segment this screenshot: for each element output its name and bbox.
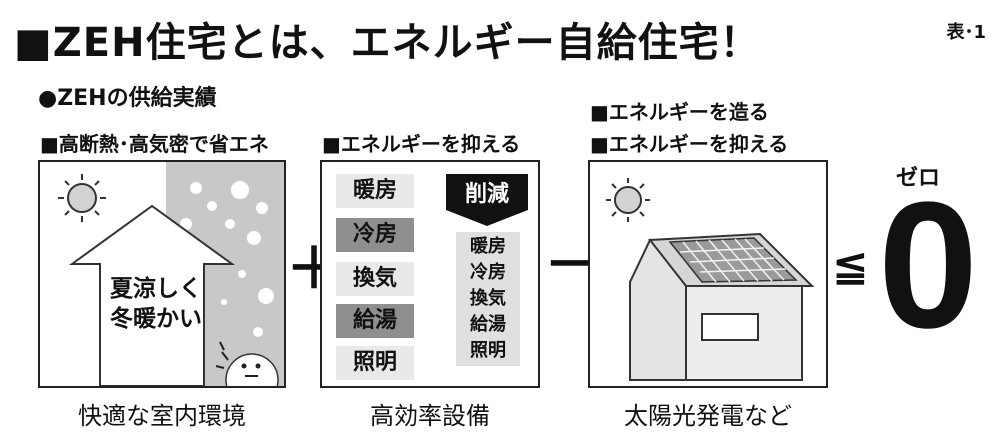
generation-label-line1: ■エネルギーを造る [590,100,769,124]
zero-ruby: ゼロ [896,166,941,191]
subtitle: ●ZEHの供給実績 [38,86,217,111]
house-text-line2: 冬暖かい [110,306,202,332]
solar-house-illustration [606,178,815,381]
table-number: 表･1 [946,22,986,43]
solar-panel-icon [668,237,798,283]
comfort-caption: 快適な室内環境 [78,402,246,430]
reduced-items-box: 暖房 冷房 換気 給湯 照明 [456,232,520,366]
reduced-hot-water: 給湯 [470,314,506,335]
generation-caption: 太陽光発電など [624,402,792,430]
snowflake-icons [180,181,274,337]
house-outline [68,204,236,386]
cold-face-icon [215,341,279,386]
efficiency-panel: 暖房 冷房 換気 給湯 照明 削減 暖房 冷房 換気 給湯 照明 [320,160,540,388]
item-ventilation: 換気 [336,262,414,296]
zero-value: 0 [878,165,979,366]
efficiency-caption: 高効率設備 [370,402,490,430]
sun-icon [58,174,106,222]
item-hot-water: 給湯 [336,304,414,338]
house-text: 夏涼しく 冬暖かい [110,274,210,334]
page-title: ■ZEH住宅とは、エネルギー自給住宅！ [14,20,761,66]
reduce-label: 削減 [464,182,509,207]
reduced-cooling: 冷房 [470,262,506,283]
comfort-label: ■高断熱･高気密で省エネ [40,132,269,156]
generation-label-line2: ■エネルギーを抑える [590,132,789,156]
efficiency-label: ■エネルギーを抑える [322,132,521,156]
comfort-panel: 夏涼しく 冬暖かい [38,160,286,388]
reduced-lighting: 照明 [470,340,506,361]
item-cooling: 冷房 [336,218,414,252]
reduced-ventilation: 換気 [470,288,506,309]
house-window [701,313,759,341]
sun-icon [606,178,650,222]
reduced-heating: 暖房 [470,236,506,257]
item-heating: 暖房 [336,174,414,208]
item-lighting: 照明 [336,346,414,380]
generation-panel [588,160,828,388]
leq-operator: ≦ [832,240,869,291]
comfort-illustration [58,162,284,386]
house-text-line1: 夏涼しく [110,276,202,302]
reduce-arrow-icon [446,174,528,226]
